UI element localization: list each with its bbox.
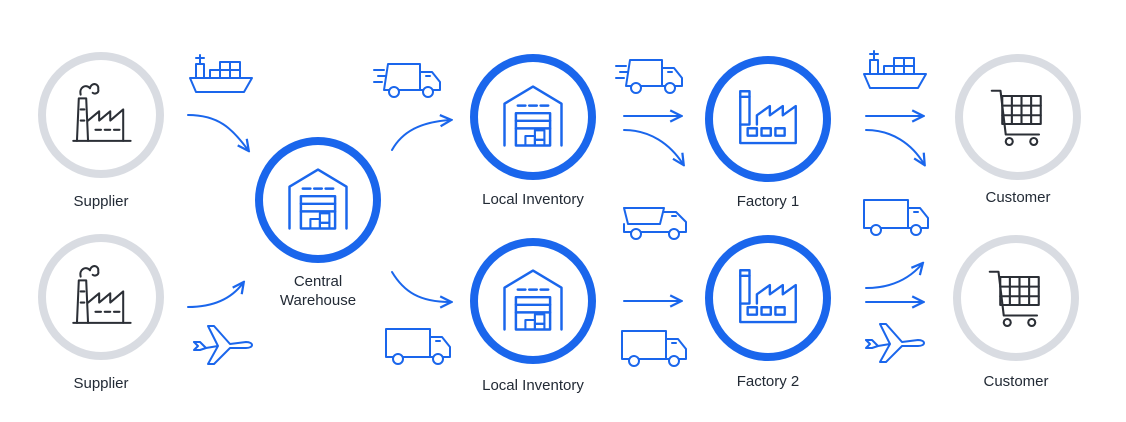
box-truck-icon (621, 330, 687, 367)
central-warehouse-label-line2: Warehouse (279, 292, 357, 309)
node-central-warehouse (255, 137, 381, 263)
flow-arrow (865, 264, 922, 289)
factory-icon (72, 265, 132, 324)
warehouse-icon (503, 85, 563, 147)
airplane-icon (193, 325, 253, 365)
central-warehouse-label: Central Warehouse (258, 272, 378, 310)
factory-icon (739, 269, 797, 324)
ship-icon (863, 50, 927, 89)
shopping-cart-icon (990, 89, 1042, 147)
node-customer-bottom (953, 235, 1079, 361)
flow-arrow (391, 120, 450, 151)
box-truck-icon (863, 199, 929, 236)
fast-truck-icon (615, 59, 683, 94)
node-factory-1 (705, 56, 831, 182)
shopping-cart-icon (988, 270, 1040, 328)
box-truck-icon (385, 328, 451, 365)
node-supplier-bottom (38, 234, 164, 360)
flow-arrow (187, 114, 248, 150)
supplier-label: Supplier (73, 375, 129, 392)
node-customer-top (955, 54, 1081, 180)
factory-icon (72, 83, 132, 142)
local-inventory-label: Local Inventory (482, 191, 584, 208)
factory-1-label: Factory 1 (736, 193, 800, 210)
supplier-label: Supplier (73, 193, 129, 210)
ship-icon (189, 54, 253, 93)
fast-truck-icon (373, 63, 441, 98)
local-inventory-label: Local Inventory (482, 377, 584, 394)
factory-icon (739, 90, 797, 145)
node-factory-2 (705, 235, 831, 361)
airplane-icon (865, 323, 925, 363)
warehouse-icon (288, 168, 348, 230)
flow-arrow (391, 271, 450, 302)
warehouse-icon (503, 269, 563, 331)
node-local-inventory-bottom (470, 238, 596, 364)
flow-arrow (865, 129, 924, 164)
node-supplier-top (38, 52, 164, 178)
flow-arrow (623, 129, 683, 164)
customer-label: Customer (985, 189, 1051, 206)
factory-2-label: Factory 2 (736, 373, 800, 390)
node-local-inventory-top (470, 54, 596, 180)
central-warehouse-label-line1: Central (293, 273, 343, 290)
customer-label: Customer (983, 373, 1049, 390)
dump-truck-icon (623, 207, 687, 240)
flow-arrow (187, 283, 243, 308)
